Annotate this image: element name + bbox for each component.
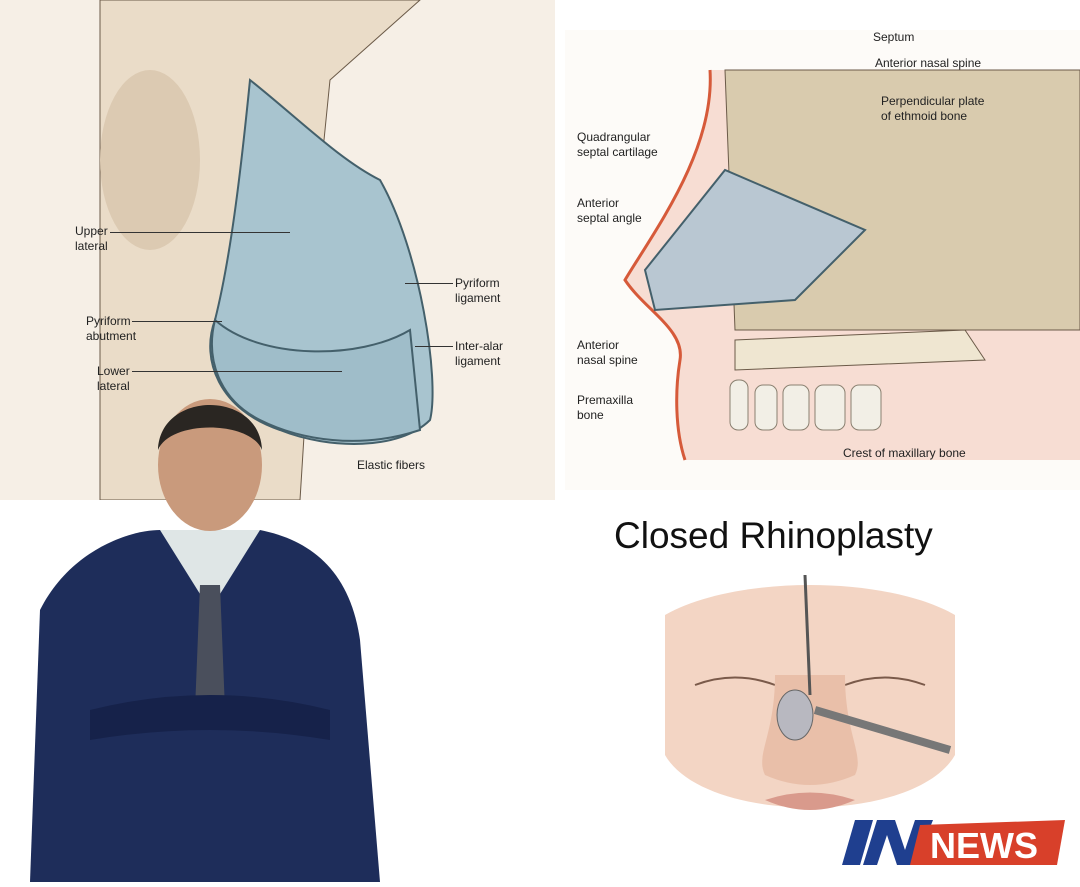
- label-perpendicular-plate: Perpendicular plate of ethmoid bone: [881, 94, 985, 123]
- page-title: Closed Rhinoplasty: [614, 515, 933, 556]
- label-lower-lateral: Lower lateral: [97, 364, 130, 393]
- label-quadrangular-septal-cartilage: Quadrangular septal cartilage: [577, 130, 658, 159]
- label-upper-lateral: Upper lateral: [75, 224, 108, 253]
- nose-cartilage-drawing: [99, 0, 434, 501]
- label-elastic-fibers: Elastic fibers: [357, 458, 426, 472]
- doctor-portrait-photo: [30, 380, 390, 882]
- label-anterior-nasal-spine-top: Anterior nasal spine: [875, 56, 982, 70]
- label-pyriform-ligament: Pyriform ligament: [455, 276, 501, 305]
- label-anterior-nasal-spine: Anterior nasal spine: [577, 338, 638, 367]
- label-septum: Septum: [873, 30, 915, 44]
- logo-text: NEWS: [930, 825, 1038, 866]
- in-news-logo: NEWS: [835, 810, 1070, 870]
- nasal-septum-illustration-right: Septum Anterior nasal spine Perpendicula…: [565, 30, 1080, 490]
- label-anterior-septal-angle: Anterior septal angle: [577, 196, 642, 225]
- label-crest-of-maxillary-bone: Crest of maxillary bone: [843, 446, 966, 460]
- label-pyriform-abutment: Pyriform abutment: [86, 314, 137, 343]
- closed-rhinoplasty-face-illustration: [655, 574, 965, 840]
- septum-sagittal-drawing: [623, 69, 1080, 461]
- label-premaxilla-bone: Premaxilla bone: [577, 393, 634, 422]
- nasal-anatomy-illustration-left: Upper lateral Pyriform abutment Lower la…: [0, 0, 555, 501]
- label-inter-alar-ligament: Inter-alar ligament: [455, 339, 504, 368]
